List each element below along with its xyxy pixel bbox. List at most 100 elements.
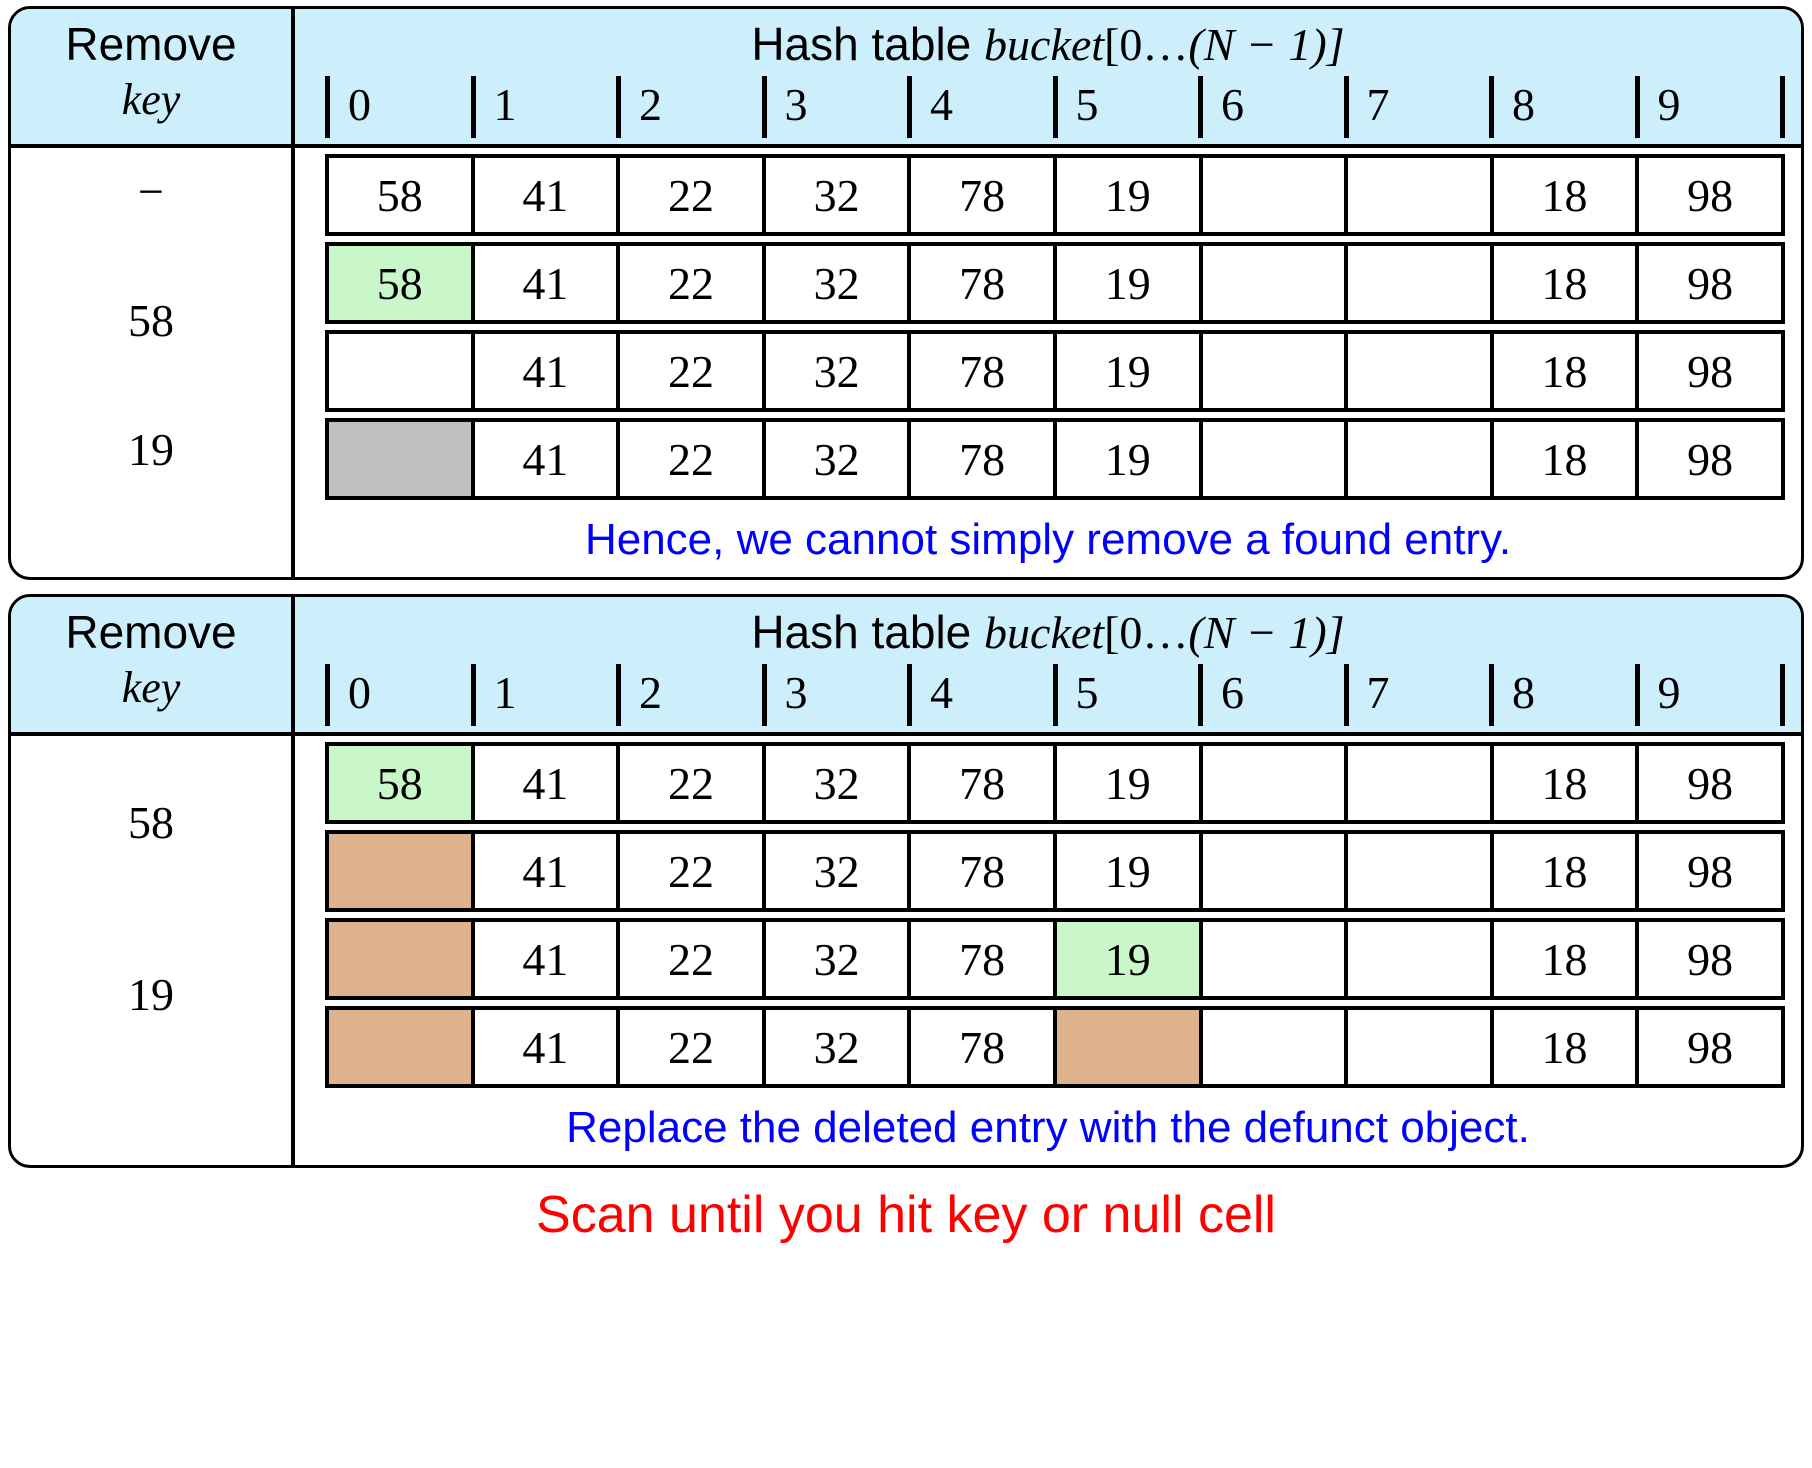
bucket-cell-7 [1348, 422, 1494, 497]
bucket-cell-2: 22 [620, 246, 766, 321]
bucket-index-3: 3 [784, 667, 808, 719]
bucket-cell-9: 98 [1639, 922, 1781, 997]
bucket-cell-8: 18 [1493, 834, 1640, 909]
title-bucket-var: bucket [984, 607, 1105, 659]
bucket-cell-4: 78 [911, 422, 1057, 497]
hash-table-title: Hash table bucket[0…(N − 1)] [295, 597, 1801, 662]
bucket-cell-2: 22 [620, 334, 766, 409]
title-bucket-var: bucket [984, 19, 1105, 70]
bucket-cell-9: 98 [1639, 158, 1781, 233]
bucket-cell-8: 18 [1493, 158, 1640, 233]
bucket-cell-0 [329, 834, 475, 909]
bucket-cell-8: 18 [1493, 334, 1640, 409]
index-tick-7 [1343, 664, 1349, 727]
index-tick-3 [761, 76, 767, 139]
bucket-cell-4: 78 [911, 246, 1057, 321]
remove-key-value: 58 [128, 294, 174, 346]
bucket-cell-2: 22 [620, 158, 766, 233]
title-range-open: [0 [1104, 19, 1143, 70]
bucket-index-8: 8 [1512, 79, 1535, 131]
bucket-cell-7 [1348, 834, 1494, 909]
bucket-cell-9: 98 [1639, 1010, 1781, 1085]
caption-row: Replace the deleted entry with the defun… [11, 1094, 1801, 1166]
bucket-cell-6 [1202, 334, 1349, 409]
bucket-cell-6 [1202, 922, 1349, 997]
bucket-index-1: 1 [493, 667, 517, 719]
remove-key-value: 58 [128, 796, 174, 848]
caption-gutter [11, 1094, 295, 1166]
hash-table-title: Hash table bucket[0…(N − 1)] [295, 9, 1801, 74]
bucket-cell-0 [329, 922, 475, 997]
caption-gutter [11, 506, 295, 578]
bucket-cell-1: 41 [474, 246, 621, 321]
title-range-tail: (N − 1)] [1188, 607, 1345, 659]
bucket-cell-0: 58 [329, 746, 475, 821]
remove-label: Remove [65, 18, 237, 70]
bucket-cell-9: 98 [1639, 422, 1781, 497]
bucket-cell-6 [1202, 834, 1349, 909]
bucket-cell-1: 41 [474, 922, 621, 997]
index-tick-6 [1198, 76, 1203, 139]
title-prefix: Hash table [751, 606, 985, 659]
bucket-cell-2: 22 [620, 746, 766, 821]
index-tick-0 [325, 76, 330, 139]
panel-caption: Replace the deleted entry with the defun… [566, 1103, 1530, 1153]
index-tick-9 [1634, 664, 1640, 727]
bucket-cell-3: 32 [765, 922, 912, 997]
index-tick-8 [1489, 664, 1494, 727]
bucket-cell-3: 32 [765, 158, 912, 233]
caption-row: Hence, we cannot simply remove a found e… [11, 506, 1801, 578]
bucket-index-8: 8 [1512, 667, 1535, 719]
bucket-cell-4: 78 [911, 158, 1057, 233]
bucket-cell-4: 78 [911, 334, 1057, 409]
bucket-cell-5: 19 [1056, 334, 1203, 409]
bucket-cell-7 [1348, 334, 1494, 409]
bucket-index-2: 2 [639, 667, 662, 719]
bucket-cell-1: 41 [474, 158, 621, 233]
bucket-index-0: 0 [348, 667, 371, 719]
index-tick-0 [325, 664, 330, 727]
bucket-index-4: 4 [930, 667, 953, 719]
bucket-cell-2: 22 [620, 422, 766, 497]
bucket-index-2: 2 [639, 79, 662, 131]
bucket-index-0: 0 [348, 79, 371, 131]
bucket-cell-6 [1202, 1010, 1349, 1085]
bucket-cell-6 [1202, 158, 1349, 233]
bucket-cell-1: 41 [474, 334, 621, 409]
title-prefix: Hash table [751, 18, 985, 70]
bucket-cell-0 [329, 1010, 475, 1085]
bucket-cell-8: 18 [1493, 746, 1640, 821]
bucket-cell-3: 32 [765, 422, 912, 497]
remove-key-value: − [138, 165, 164, 217]
bucket-index-3: 3 [784, 79, 808, 131]
bucket-cell-5: 19 [1056, 834, 1203, 909]
bucket-cell-9: 98 [1639, 746, 1781, 821]
bucket-cell-0: 58 [329, 246, 475, 321]
bucket-cell-2: 22 [620, 1010, 766, 1085]
bucket-cell-5: 19 [1056, 746, 1203, 821]
index-tick-end [1780, 664, 1785, 727]
index-tick-1 [470, 76, 476, 139]
bucket-index-7: 7 [1366, 79, 1390, 131]
index-tick-3 [761, 664, 767, 727]
bucket-cell-9: 98 [1639, 246, 1781, 321]
bucket-cell-9: 98 [1639, 834, 1781, 909]
bucket-cell-2: 22 [620, 834, 766, 909]
bucket-cell-8: 18 [1493, 1010, 1640, 1085]
